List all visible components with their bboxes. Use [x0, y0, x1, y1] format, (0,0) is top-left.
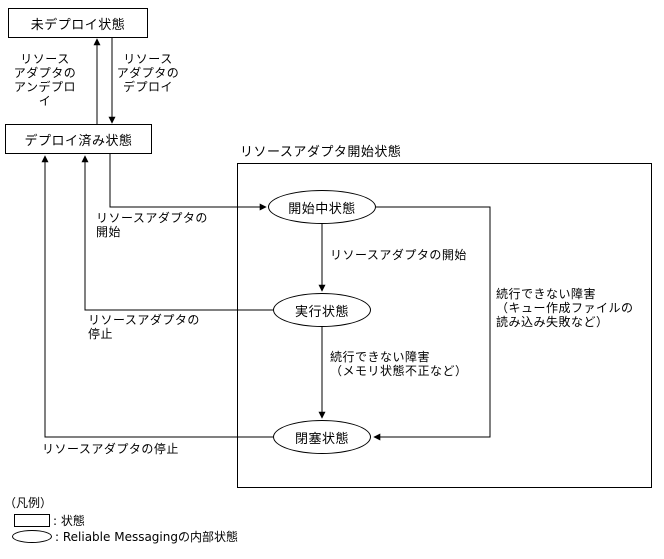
arrow-stop-from-blocked	[41, 155, 273, 438]
label-start-to-running: リソースアダプタの開始	[330, 248, 467, 262]
legend-internal-state-shape	[12, 530, 52, 543]
state-starting: 開始中状態	[268, 190, 376, 224]
legend-title: （凡例）	[4, 496, 53, 510]
arrow-failure-queue	[373, 206, 491, 441]
state-running: 実行状態	[273, 293, 371, 327]
state-undeployed: 未デプロイ状態	[8, 8, 148, 38]
label-deploy: リソース アダプタの デプロイ	[116, 52, 180, 94]
label-failure-memory: 続行できない障害 （メモリ状態不正など）	[330, 350, 468, 378]
legend-internal-state-label: : Reliable Messagingの内部状態	[55, 530, 238, 544]
label-undeploy: リソース アダプタの アンデプロ イ	[13, 52, 77, 108]
state-deployed: デプロイ済み状態	[5, 124, 152, 154]
arrow-stop-from-running	[81, 155, 273, 311]
label-start-from-deployed: リソースアダプタの 開始	[96, 211, 208, 239]
label-failure-queue: 続行できない障害 （キュー作成ファイルの 読み込み失敗など）	[496, 287, 634, 329]
container-started-states	[237, 163, 652, 488]
label-stop-from-blocked: リソースアダプタの停止	[42, 442, 179, 456]
container-title: リソースアダプタ開始状態	[240, 145, 402, 160]
legend-state-shape	[14, 514, 50, 527]
label-stop-from-running: リソースアダプタの 停止	[88, 313, 200, 341]
legend-state-label: : 状態	[53, 514, 85, 528]
state-blocked: 閉塞状態	[273, 420, 371, 454]
arrow-start	[109, 154, 267, 211]
